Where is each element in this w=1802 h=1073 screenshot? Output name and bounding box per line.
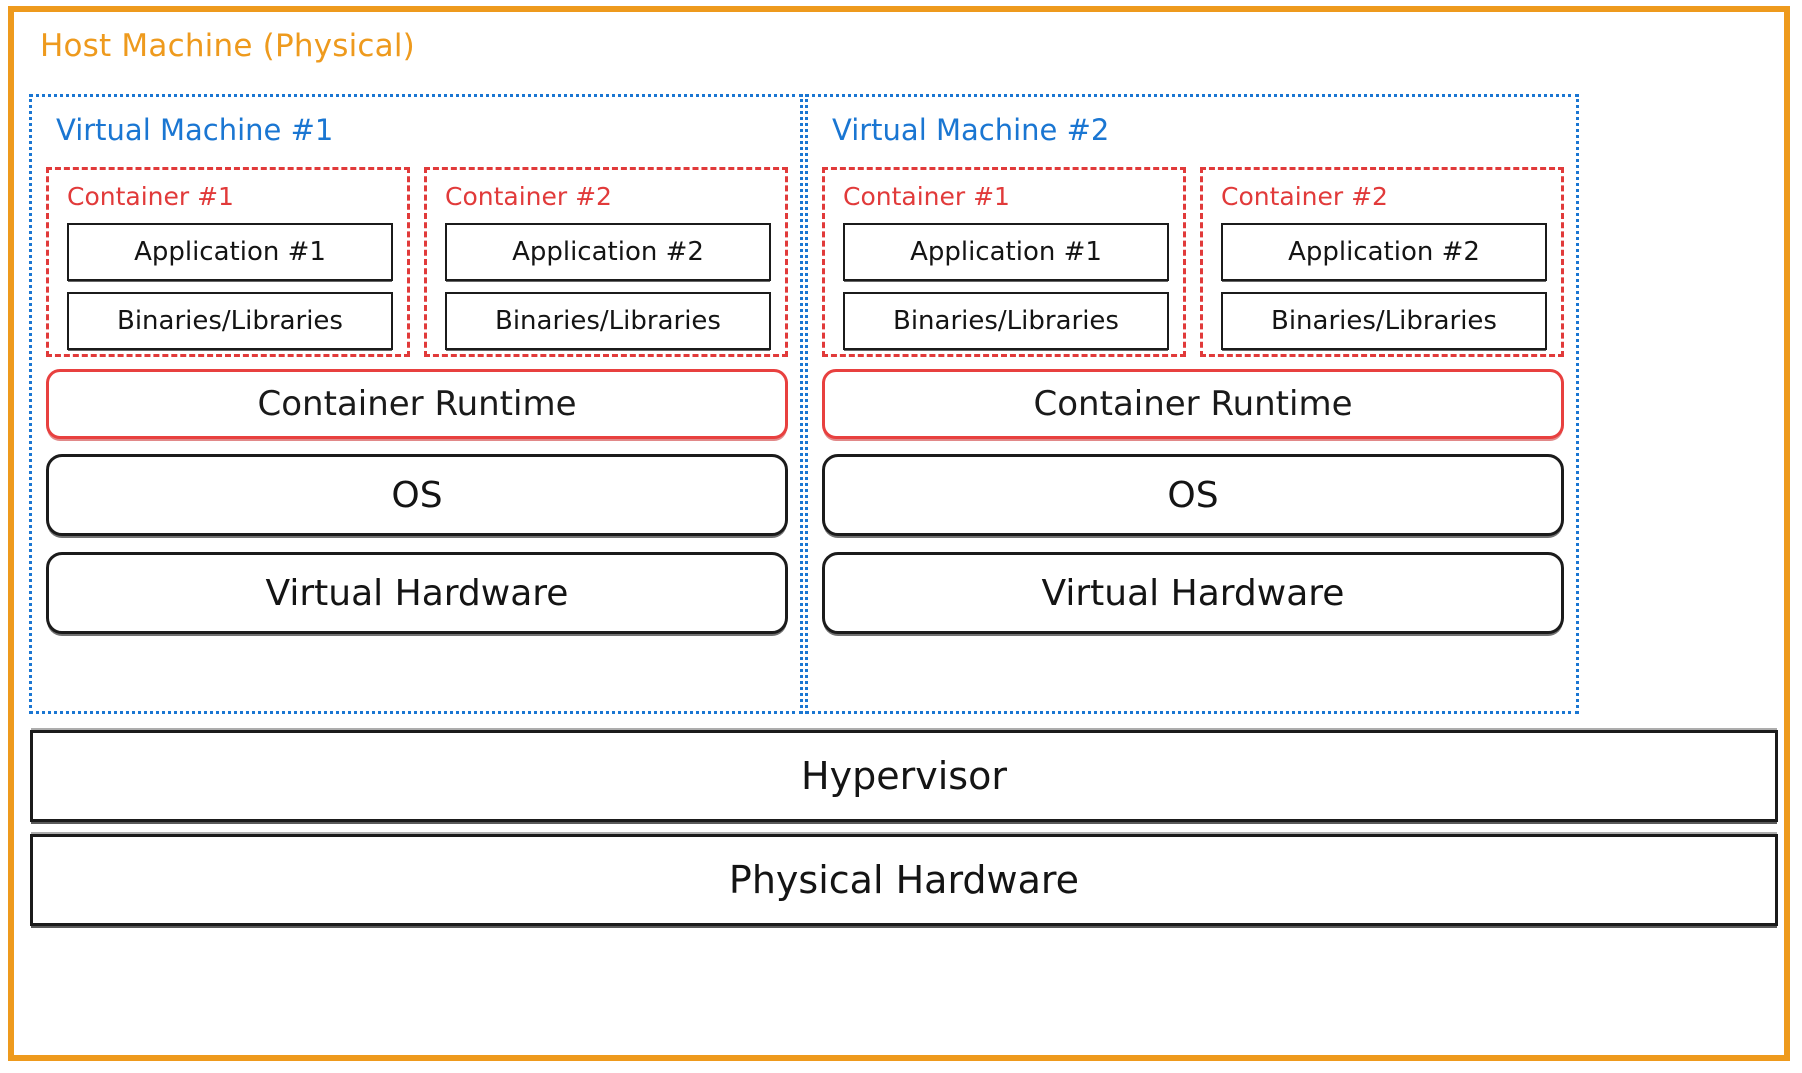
vm1-container-1-application-box: Application #1 <box>67 223 393 281</box>
vm1-container-2-application-box: Application #2 <box>445 223 771 281</box>
vm1-container-1-application-label: Application #1 <box>134 237 326 267</box>
physical-hardware-box: Physical Hardware <box>30 834 1778 926</box>
vm2-container-1-title: Container #1 <box>843 182 1010 211</box>
vm1-virtual-hardware-box: Virtual Hardware <box>46 552 788 634</box>
vm1-os-label: OS <box>391 474 443 516</box>
vm2-container-2-application-label: Application #2 <box>1288 237 1480 267</box>
vm2-container-1-application-box: Application #1 <box>843 223 1169 281</box>
vm1-container-2-title: Container #2 <box>445 182 612 211</box>
hypervisor-box: Hypervisor <box>30 730 1778 822</box>
vm2-container-2-application-box: Application #2 <box>1221 223 1547 281</box>
vm1-container-2: Container #2 Application #2 Binaries/Lib… <box>424 167 788 357</box>
virtual-machine-2-region: Virtual Machine #2 Container #1 Applicat… <box>805 94 1579 714</box>
vm2-container-1-libraries-label: Binaries/Libraries <box>893 306 1119 336</box>
vm2-container-2-libraries-label: Binaries/Libraries <box>1271 306 1497 336</box>
host-machine-title: Host Machine (Physical) <box>40 28 415 64</box>
vm1-os-box: OS <box>46 454 788 536</box>
vm2-os-label: OS <box>1167 474 1219 516</box>
vm1-container-1: Container #1 Application #1 Binaries/Lib… <box>46 167 410 357</box>
vm1-container-2-libraries-box: Binaries/Libraries <box>445 292 771 350</box>
vm2-container-1: Container #1 Application #1 Binaries/Lib… <box>822 167 1186 357</box>
vm2-os-box: OS <box>822 454 1564 536</box>
host-machine-frame: Host Machine (Physical) Virtual Machine … <box>8 6 1790 1061</box>
hypervisor-label: Hypervisor <box>801 754 1007 798</box>
vm2-container-runtime-box: Container Runtime <box>822 369 1564 439</box>
vm1-container-2-application-label: Application #2 <box>512 237 704 267</box>
physical-hardware-label: Physical Hardware <box>728 858 1080 902</box>
vm1-container-1-libraries-label: Binaries/Libraries <box>117 306 343 336</box>
vm1-virtual-hardware-label: Virtual Hardware <box>265 572 569 614</box>
vm1-container-runtime-box: Container Runtime <box>46 369 788 439</box>
virtual-machine-1-region: Virtual Machine #1 Container #1 Applicat… <box>29 94 803 714</box>
vm2-container-2-libraries-box: Binaries/Libraries <box>1221 292 1547 350</box>
vm1-container-1-libraries-box: Binaries/Libraries <box>67 292 393 350</box>
vm1-container-2-libraries-label: Binaries/Libraries <box>495 306 721 336</box>
vm2-container-2: Container #2 Application #2 Binaries/Lib… <box>1200 167 1564 357</box>
vm2-container-1-application-label: Application #1 <box>910 237 1102 267</box>
vm2-container-runtime-label: Container Runtime <box>1033 384 1353 424</box>
vm2-virtual-hardware-label: Virtual Hardware <box>1041 572 1345 614</box>
vm1-container-runtime-label: Container Runtime <box>257 384 577 424</box>
vm2-container-1-libraries-box: Binaries/Libraries <box>843 292 1169 350</box>
virtual-machine-1-title: Virtual Machine #1 <box>56 113 334 147</box>
vm1-container-1-title: Container #1 <box>67 182 234 211</box>
vm2-container-2-title: Container #2 <box>1221 182 1388 211</box>
vm2-virtual-hardware-box: Virtual Hardware <box>822 552 1564 634</box>
virtual-machine-2-title: Virtual Machine #2 <box>832 113 1110 147</box>
